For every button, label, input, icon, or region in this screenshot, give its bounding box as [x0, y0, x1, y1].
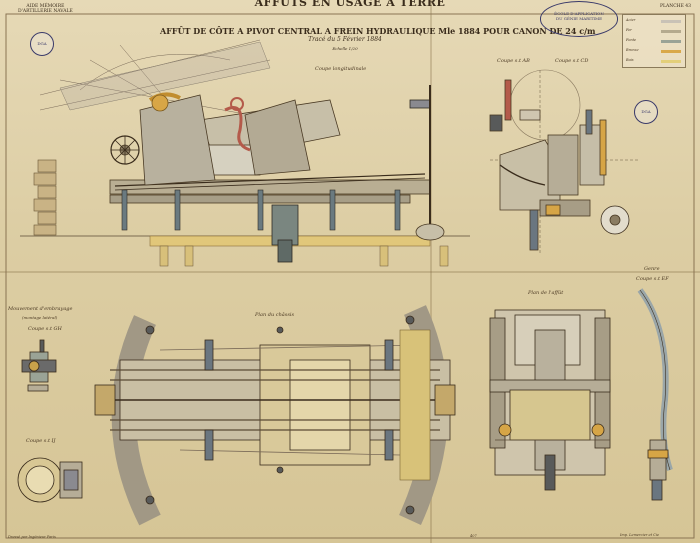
legend-swatch-3: [661, 50, 681, 53]
fold-line-horizontal: [0, 271, 700, 273]
label-coupe-ab: Coupe s.t AB: [497, 58, 530, 64]
legend-swatch-4: [661, 60, 681, 63]
label-coupe-cd: Coupe s.t CD: [555, 58, 589, 64]
legend-label-4: Bois: [626, 58, 634, 62]
main-title: AFFÛT DE CÔTE A PIVOT CENTRAL A FREIN HY…: [160, 26, 596, 36]
footer-page: 407: [470, 534, 477, 538]
corner-line-1: AIDE MÉMOIRE: [26, 4, 65, 9]
section-ef: [637, 288, 673, 501]
dga-logo-left: DGA: [30, 32, 54, 56]
stamp-line-1: ÉCOLE D'APPLICATION: [554, 11, 604, 16]
label-genre: Genre: [644, 266, 660, 272]
top-title: AFFÛTS EN USAGE A TERRE: [254, 0, 446, 9]
label-coupe-gh: Coupe s.t GH: [28, 326, 62, 332]
movement-detail: [21, 339, 57, 392]
label-coupe-ij: Coupe s.t IJ: [26, 438, 56, 444]
label-mouvement-sub: (montage latéral): [22, 315, 58, 320]
legend-label-3: Bronze: [626, 48, 639, 52]
label-coupe-ef: Coupe s.t EF: [636, 276, 669, 282]
dga-text-left: DGA: [37, 41, 47, 46]
legend-swatch-0: [661, 20, 681, 23]
footer-right: Imp. Lemercier et Cie: [620, 533, 660, 537]
stamp-line-2: DU GÉNIE MARITIME: [555, 16, 603, 21]
legend-label-0: Acier: [626, 18, 636, 22]
label-mouvement: Mouvement d'embrayage: [8, 306, 73, 312]
scale-label: Echelle 1/20: [332, 46, 358, 51]
label-plan-affut: Plan de l'affût: [528, 290, 564, 296]
legend-label-1: Fer: [626, 28, 632, 32]
chassis-plan: [94, 305, 456, 526]
longitudinal-section: [20, 39, 470, 267]
corner-title: AIDE MÉMOIRE D'ARTILLERIE NAVALE: [18, 4, 73, 14]
section-ij: [17, 457, 83, 503]
legend-swatch-2: [661, 40, 681, 43]
planche-number: PLANCHE 43: [660, 4, 692, 9]
fold-line-vertical: [430, 0, 432, 543]
corner-line-2: D'ARTILLERIE NAVALE: [18, 9, 73, 14]
section-ab-cd: [489, 69, 640, 255]
label-plan-chassis: Plan du châssis: [255, 312, 295, 318]
label-coupe-longitudinale: Coupe longitudinale: [315, 66, 367, 72]
carriage-plan: [489, 309, 611, 491]
legend-label-2: Fonte: [626, 38, 637, 42]
material-legend: Acier Fer Fonte Bronze Bois: [622, 14, 686, 68]
institution-stamp: ÉCOLE D'APPLICATION DU GÉNIE MARITIME: [540, 1, 618, 37]
footer-left: Dressé par Ingénieur Paris: [8, 535, 56, 539]
subtitle: Tracé du 5 Février 1884: [308, 36, 382, 43]
dga-text-right: DGA: [641, 109, 651, 114]
legend-swatch-1: [661, 30, 681, 33]
dga-logo-right: DGA: [634, 100, 658, 124]
frame-border: [5, 13, 695, 539]
